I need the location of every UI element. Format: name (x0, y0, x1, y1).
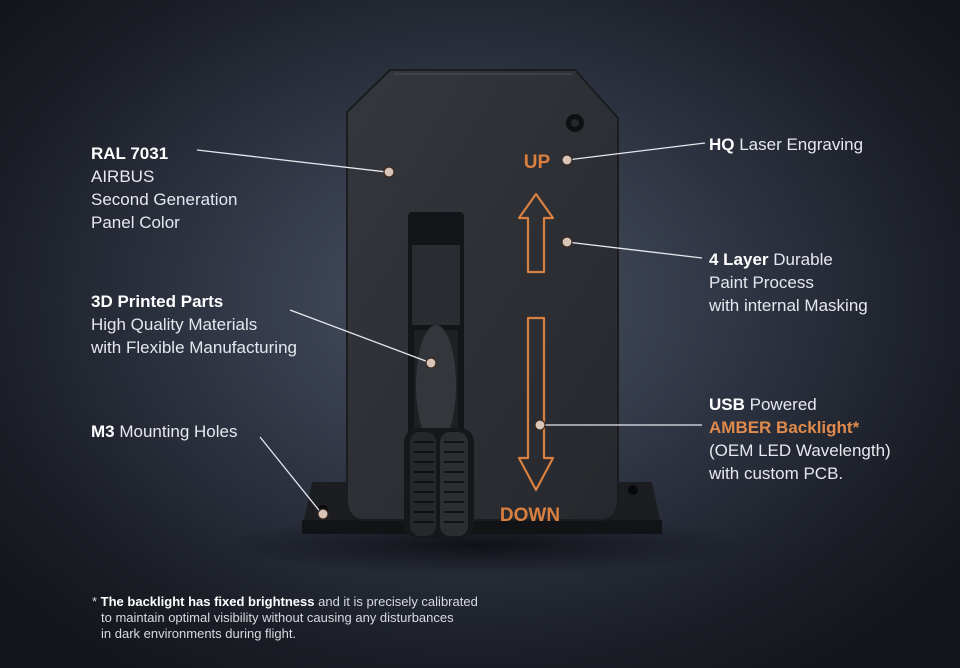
callout-printed-line2: with Flexible Manufacturing (91, 338, 297, 357)
callout-m3-bold: M3 (91, 422, 115, 441)
callout-printed-title: 3D Printed Parts (91, 292, 224, 311)
callout-dot-usb (534, 419, 546, 431)
up-arrow-icon (517, 192, 555, 274)
callout-ral-line1: AIRBUS (91, 167, 155, 186)
callout-layer-line1: Paint Process (709, 273, 814, 292)
device-panel (346, 69, 619, 521)
footnote-bold: The backlight has fixed brightness (100, 594, 315, 609)
callout-layer-line2: with internal Masking (709, 296, 868, 315)
callout-layer-text: Durable (768, 250, 833, 269)
footnote-prefix: * (92, 594, 101, 609)
callout-dot-layer (561, 236, 573, 248)
engraving-down: DOWN (500, 505, 560, 526)
callout-ral-line3: Panel Color (91, 213, 180, 232)
callout-ral-title: RAL 7031 (91, 144, 169, 163)
callout-dot-hq (561, 154, 573, 166)
callout-usb-text: Powered (744, 395, 817, 414)
callout-ral-line2: Second Generation (91, 190, 238, 209)
callout-usb: USB Powered AMBER Backlight* (OEM LED Wa… (709, 393, 891, 485)
engraving-up: UP (524, 152, 551, 173)
callout-ral: RAL 7031 AIRBUS Second Generation Panel … (91, 142, 238, 234)
callout-dot-printed (425, 357, 437, 369)
footnote-line2: to maintain optimal visibility without c… (101, 610, 454, 625)
down-arrow-icon (517, 316, 555, 492)
callout-dot-m3 (317, 508, 329, 520)
callout-printed: 3D Printed Parts High Quality Materials … (91, 290, 297, 359)
footnote: * The backlight has fixed brightness and… (92, 594, 478, 642)
callout-printed-line1: High Quality Materials (91, 315, 258, 334)
callout-hq: HQ Laser Engraving (709, 133, 863, 156)
mounting-hole-right (628, 485, 638, 495)
callout-m3: M3 Mounting Holes (91, 420, 237, 443)
leader-lines (196, 142, 706, 515)
footnote-rest: and it is precisely calibrated (314, 594, 478, 609)
callout-layer: 4 Layer Durable Paint Process with inter… (709, 248, 868, 317)
callout-hq-bold: HQ (709, 135, 735, 154)
callout-layer-bold: 4 Layer (709, 250, 769, 269)
callout-usb-line1: (OEM LED Wavelength) (709, 441, 891, 460)
knurled-knob (404, 428, 474, 538)
callout-m3-text: Mounting Holes (114, 422, 238, 441)
callout-usb-line2: with custom PCB. (709, 464, 844, 483)
callout-hq-text: Laser Engraving (734, 135, 864, 154)
callout-usb-amber: AMBER Backlight* (709, 418, 860, 437)
callout-usb-bold: USB (709, 395, 745, 414)
callout-dot-ral (383, 166, 395, 178)
footnote-line3: in dark environments during flight. (101, 626, 297, 641)
